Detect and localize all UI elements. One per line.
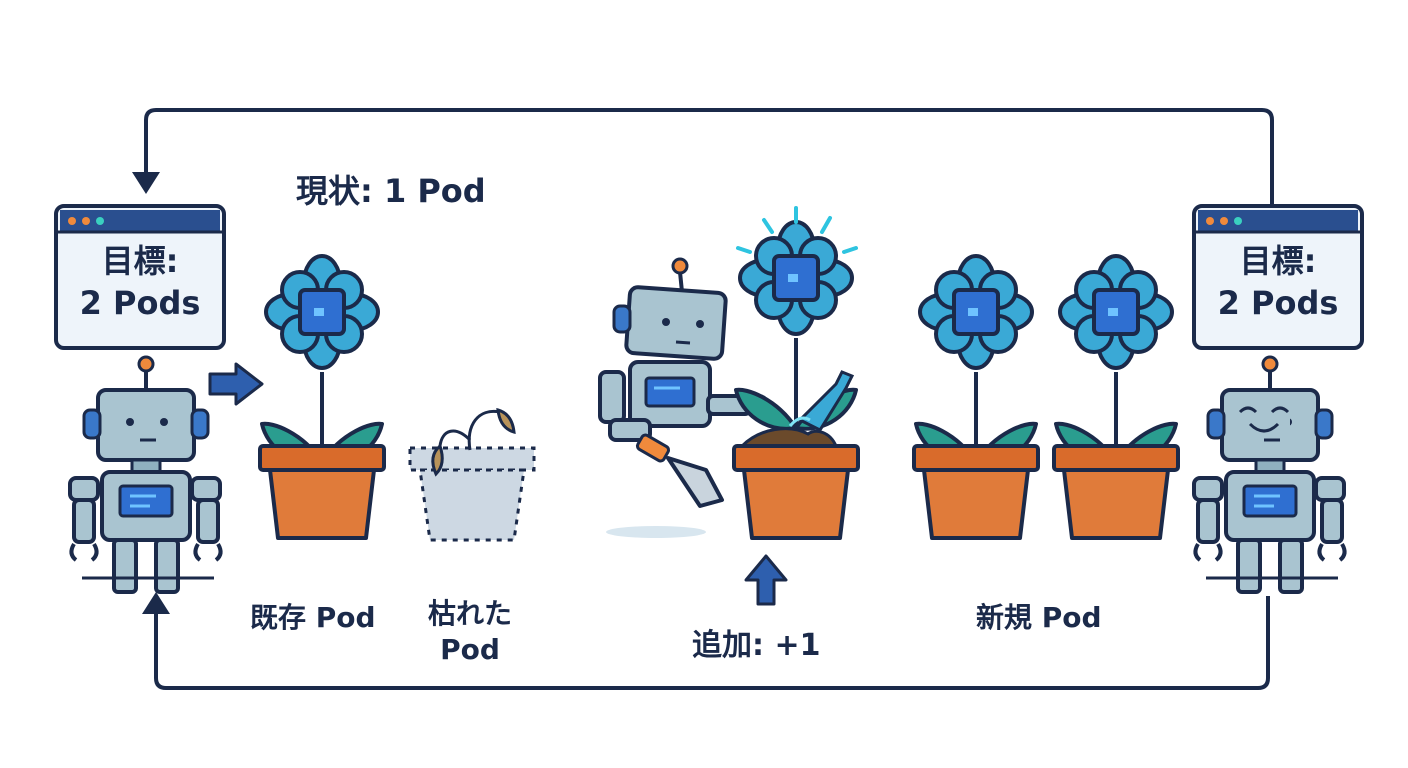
sparkle-icon — [736, 206, 858, 254]
goal-right-line1: 目標: — [1239, 242, 1317, 280]
new-pod-2 — [1052, 254, 1180, 540]
goal-left-text: 目標: 2 Pods — [56, 240, 224, 324]
existing-pod-flower — [258, 254, 386, 540]
withered-pod-icon — [408, 407, 536, 542]
withered-pod-label-line1: 枯れた — [427, 597, 512, 630]
goal-right-line2: 2 Pods — [1217, 284, 1339, 322]
goal-right-text: 目標: 2 Pods — [1194, 240, 1362, 324]
new-pod-label: 新規 Pod — [976, 601, 1102, 634]
feedback-loop-line — [144, 108, 1274, 205]
gardener-robot — [598, 257, 771, 538]
arrow-right-icon — [208, 362, 264, 406]
new-pod-1 — [912, 254, 1040, 540]
planting-pod — [732, 220, 860, 540]
add-label: 追加: +1 — [692, 628, 821, 663]
existing-pod-label: 既存 Pod — [250, 601, 376, 634]
goal-left-line1: 目標: — [101, 242, 179, 280]
loop-arrowhead-bottom — [142, 592, 170, 614]
controller-robot-right — [1192, 355, 1347, 594]
current-state-label: 現状: 1 Pod — [296, 172, 486, 210]
goal-left-line2: 2 Pods — [79, 284, 201, 322]
feedback-loop-line-bottom — [154, 596, 1270, 690]
withered-pod-label: 枯れた Pod — [408, 596, 532, 668]
loop-arrowhead-top — [132, 172, 160, 194]
controller-robot-left — [68, 355, 223, 594]
withered-pod-label-line2: Pod — [440, 633, 500, 666]
arrow-up-icon — [744, 554, 788, 606]
